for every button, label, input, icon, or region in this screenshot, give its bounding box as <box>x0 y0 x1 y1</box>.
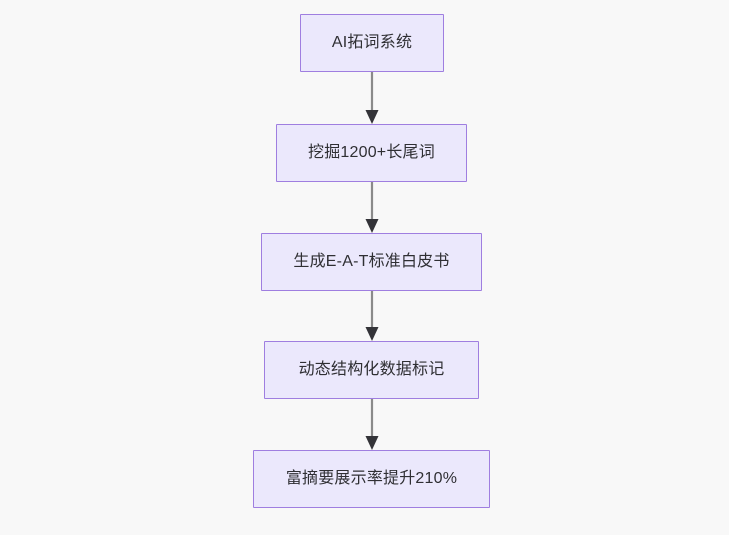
flowchart-node-generate-eat-whitepaper[interactable]: 生成E-A-T标准白皮书 <box>261 233 482 291</box>
edge-n4-n5 <box>365 399 379 450</box>
flowchart-node-label: 生成E-A-T标准白皮书 <box>293 253 450 270</box>
flowchart-node-label: 富摘要展示率提升210% <box>285 470 458 487</box>
edge-n1-n2 <box>365 72 379 124</box>
flowchart-node-rich-snippet-impression-lift[interactable]: 富摘要展示率提升210% <box>253 450 490 508</box>
flowchart-node-label: 挖掘1200+长尾词 <box>308 144 435 161</box>
flowchart-node-ai-keyword-system[interactable]: AI拓词系统 <box>300 14 444 72</box>
edge-n3-n4 <box>365 291 379 341</box>
flowchart-node-label: AI拓词系统 <box>331 34 413 51</box>
flowchart-node-dynamic-structured-data-markup[interactable]: 动态结构化数据标记 <box>264 341 479 399</box>
flowchart-node-label: 动态结构化数据标记 <box>298 361 445 378</box>
edge-n2-n3 <box>365 182 379 233</box>
flowchart-node-mine-longtail-keywords[interactable]: 挖掘1200+长尾词 <box>276 124 467 182</box>
